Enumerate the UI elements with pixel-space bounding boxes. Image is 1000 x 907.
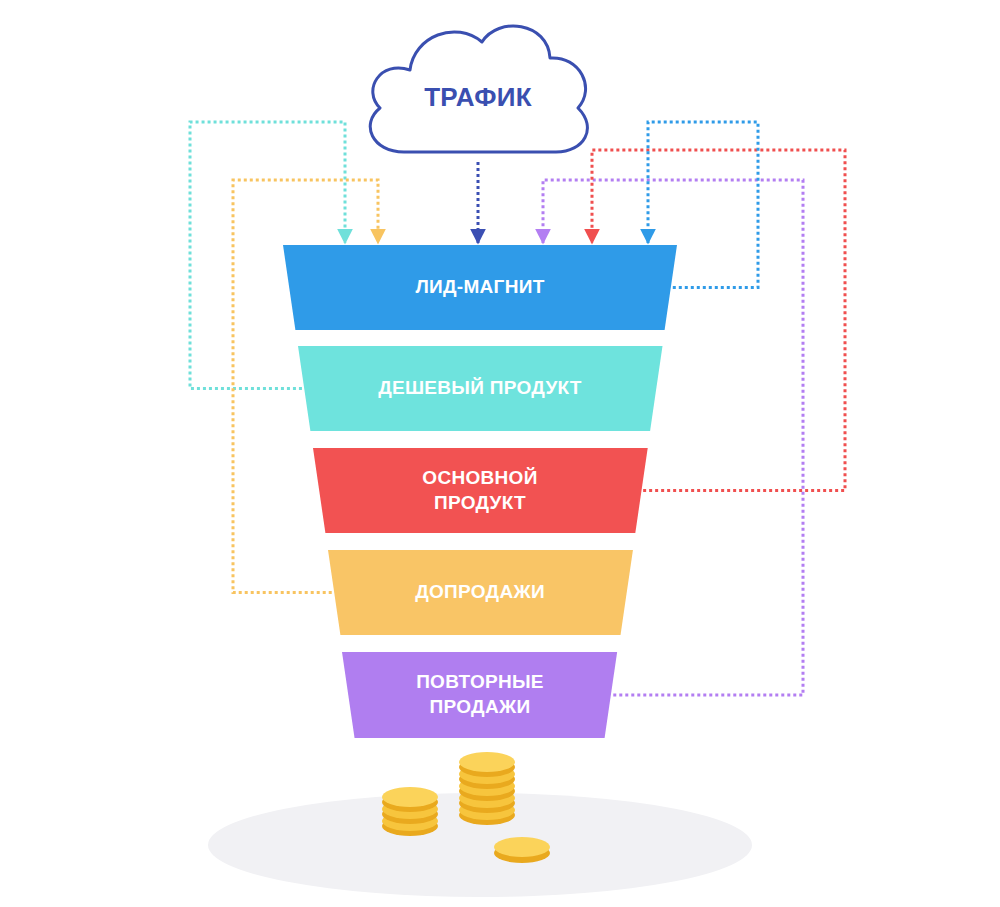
stage-label: ДОПРОДАЖИ [415, 580, 545, 605]
funnel-band: ДЕШЕВЫЙ ПРОДУКТ [298, 346, 663, 431]
stage-label: ПОВТОРНЫЕ ПРОДАЖИ [404, 670, 555, 719]
stage-label: ДЕШЕВЫЙ ПРОДУКТ [378, 376, 582, 401]
funnel-band: ОСНОВНОЙ ПРОДУКТ [313, 448, 648, 533]
dotted-connector [477, 162, 480, 243]
band-fill [298, 346, 663, 431]
band-fill [342, 652, 617, 738]
band-fill [313, 448, 648, 533]
band-fill [283, 245, 677, 330]
band-shape [342, 652, 617, 738]
cloud-path [370, 26, 587, 152]
floor-shadow [208, 793, 752, 897]
stage-label: ЛИД-МАГНИТ [415, 275, 544, 300]
coin-single [494, 837, 550, 863]
coin-stack-tall [459, 752, 515, 825]
coin-stack-left [382, 787, 438, 836]
funnel-band: ЛИД-МАГНИТ [283, 245, 677, 330]
funnel-band: ДОПРОДАЖИ [328, 550, 633, 635]
funnel-band: ПОВТОРНЫЕ ПРОДАЖИ [342, 652, 617, 738]
band-fill [328, 550, 633, 635]
traffic-label: ТРАФИК [424, 81, 532, 115]
stage-label: ОСНОВНОЙ ПРОДУКТ [375, 466, 586, 515]
traffic-cloud: ТРАФИК [358, 12, 598, 162]
band-shape [313, 448, 648, 533]
